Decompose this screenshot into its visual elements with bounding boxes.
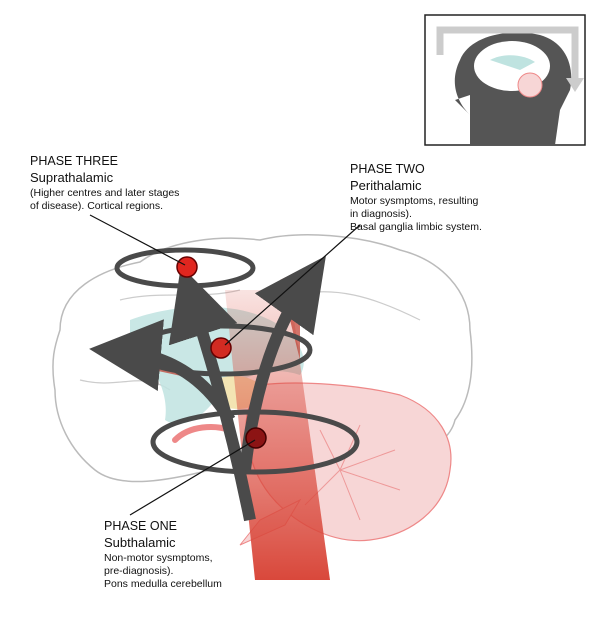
phase-one-label: PHASE ONE Subthalamic Non-motor sysmptom… — [104, 519, 222, 591]
phase-one-name: Subthalamic — [104, 534, 176, 550]
phase-one-title: PHASE ONE — [104, 519, 177, 533]
phase-two-desc: Basal ganglia limbic system. — [350, 221, 482, 234]
phase-one-dot — [245, 427, 267, 449]
arrow-left — [89, 319, 236, 424]
phase-two-dot — [210, 337, 232, 359]
phase-three-name: Suprathalamic — [30, 169, 114, 185]
phase-one-desc: Pons medulla cerebellum — [104, 578, 222, 591]
phase-two-desc: in diagnosis). — [350, 208, 412, 220]
phase-three-desc: of disease). Cortical regions. — [30, 200, 164, 212]
phase-three-desc: (Higher centres and later stages — [30, 186, 180, 199]
phase-two-title: PHASE TWO — [350, 162, 425, 176]
phase-two-label: PHASE TWO Perithalamic Motor sysmptoms, … — [350, 162, 482, 234]
phase-two-name: Perithalamic — [350, 177, 422, 193]
phase-three-label: PHASE THREE Suprathalamic (Higher centre… — [30, 154, 179, 213]
arrow-up — [168, 265, 256, 522]
phase-one-desc: pre-diagnosis). — [104, 565, 174, 577]
phase-two-desc: Motor sysmptoms, resulting — [350, 194, 479, 207]
head-inset-icon — [424, 14, 586, 146]
phase-one-desc: Non-motor sysmptoms, — [104, 551, 213, 564]
phase-three-title: PHASE THREE — [30, 154, 118, 168]
phase-three-dot — [176, 256, 198, 278]
